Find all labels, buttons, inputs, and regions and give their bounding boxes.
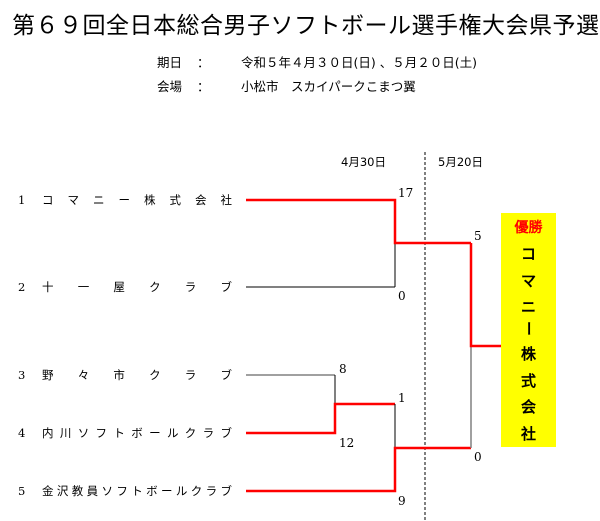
- score-m3-upper: 1: [398, 391, 406, 405]
- team-name: 野々市クラブ: [42, 368, 232, 382]
- score-team4: 12: [339, 436, 355, 450]
- score-team5: 9: [398, 494, 406, 508]
- line-team4-winner: [246, 402, 395, 435]
- champion-name-char: 株: [520, 345, 536, 363]
- champion-name-char: 会: [520, 398, 536, 416]
- round1-date: 4月30日: [341, 155, 386, 169]
- champion-name-char: 社: [520, 424, 536, 443]
- venue-row: 会場 ： 小松市 スカイパークこまつ翼: [157, 76, 416, 95]
- team-entry: 2 十一屋クラブ: [18, 280, 232, 294]
- score-team2: 0: [398, 289, 406, 303]
- team-name: 十一屋クラブ: [42, 280, 232, 294]
- team-entry: 1 コマニー株式会社: [18, 193, 232, 207]
- score-final-top: 5: [474, 229, 482, 243]
- score-team3: 8: [339, 362, 347, 376]
- team-seed: 3: [18, 368, 26, 382]
- team-name: 内川ソフトボールクラブ: [42, 426, 232, 440]
- champion-name-char: マ: [520, 271, 536, 290]
- team-seed: 4: [18, 426, 26, 440]
- line-final-winner: [469, 243, 501, 348]
- score-team1: 17: [398, 186, 414, 200]
- date-row: 期日 ： 令和５年４月３０日(日) 、５月２０日(土): [157, 52, 477, 71]
- team-seed: 2: [18, 280, 26, 294]
- score-final-bottom: 0: [474, 450, 482, 464]
- date-separator: ：: [197, 55, 210, 70]
- team-entry: 3 野々市クラブ: [18, 368, 232, 382]
- venue-separator: ：: [197, 79, 210, 94]
- venue-value: 小松市 スカイパークこまつ翼: [241, 79, 416, 94]
- date-label: 期日: [157, 55, 183, 70]
- team-name: コマニー株式会社: [42, 193, 232, 207]
- team-name: 金沢教員ソフトボールクラブ: [42, 484, 232, 498]
- team-seed: 5: [18, 484, 26, 498]
- round2-date: 5月20日: [438, 155, 483, 169]
- line-team5-winner: [246, 446, 471, 493]
- champion-name-char: コ: [520, 245, 536, 263]
- champion-box: 優勝 コ マ ニ ー 株 式 会 社: [501, 213, 556, 447]
- page-title: 第６９回全日本総合男子ソフトボール選手権大会県予選: [12, 13, 600, 39]
- champion-name-char: ニ: [520, 298, 536, 316]
- champion-name-char: 式: [520, 371, 536, 390]
- champion-label: 優勝: [514, 220, 543, 236]
- venue-label: 会場: [157, 79, 183, 94]
- line-team1-winner: [246, 198, 471, 245]
- date-value: 令和５年４月３０日(日) 、５月２０日(土): [241, 55, 477, 70]
- champion-name-char: ー: [519, 320, 538, 336]
- team-entry: 5 金沢教員ソフトボールクラブ: [18, 484, 232, 498]
- team-entry: 4 内川ソフトボールクラブ: [18, 426, 232, 440]
- team-seed: 1: [18, 193, 26, 207]
